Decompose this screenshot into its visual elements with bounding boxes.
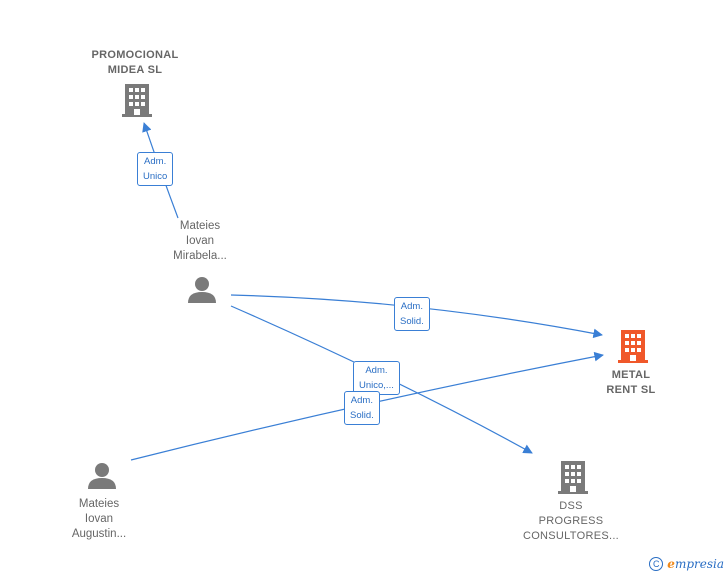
edge-label-adm-solid: Adm. Solid.: [394, 297, 430, 331]
person-label-augustin[interactable]: Mateies Iovan Augustin...: [71, 498, 127, 540]
brand-name: empresia: [667, 557, 724, 571]
company-label-metal[interactable]: METAL RENT SL: [606, 369, 656, 396]
person-label-mirabela[interactable]: Mateies Iovan Mirabela...: [173, 220, 227, 262]
person-icon[interactable]: [188, 277, 216, 303]
company-label-dss[interactable]: DSS PROGRESS CONSULTORES...: [522, 500, 620, 542]
edge-label-adm-solid: Adm. Solid.: [344, 391, 380, 425]
building-icon[interactable]: [558, 461, 588, 494]
building-icon[interactable]: [122, 84, 152, 117]
edge-label-adm-unico-more: Adm. Unico,...: [353, 361, 400, 395]
brand-watermark: C empresia: [649, 557, 724, 571]
building-icon-highlighted[interactable]: [618, 330, 648, 363]
copyright-icon: C: [649, 557, 664, 571]
company-label-promocional[interactable]: PROMOCIONAL MIDEA SL: [91, 49, 179, 76]
person-icon[interactable]: [88, 463, 116, 489]
edge-label-adm-unico: Adm. Unico: [137, 152, 174, 186]
